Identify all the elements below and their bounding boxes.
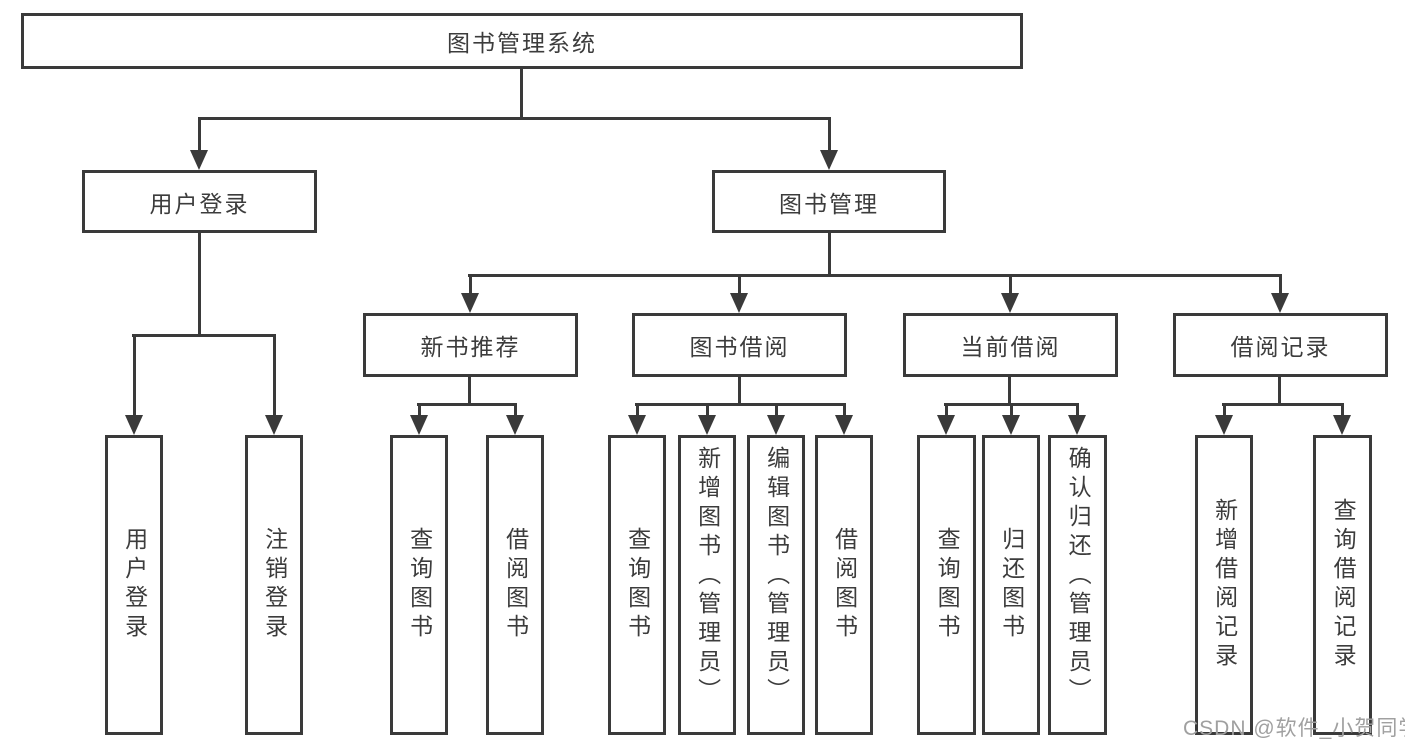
connector-recommend-hline <box>417 403 517 406</box>
arrow-down-icon <box>461 274 479 313</box>
node-label: 图书管理系统 <box>447 30 597 56</box>
arrow-down-icon <box>1215 403 1233 435</box>
connector-bookmgmt-hline <box>468 274 1282 277</box>
connector-recommend-stem <box>468 377 471 406</box>
arrow-down-icon <box>937 403 955 435</box>
arrow-down-icon <box>1002 403 1020 435</box>
node-label: 确认归还（管理员） <box>1065 446 1092 707</box>
node-label: 借阅记录 <box>1230 334 1331 360</box>
arrow-down-icon <box>820 117 838 170</box>
connector-bookmgmt-stem <box>828 233 831 275</box>
connector-borrowing-hline <box>635 403 846 406</box>
node-query-books-borrowing: 查询图书 <box>608 435 666 735</box>
connector-borrowing-stem <box>738 377 741 406</box>
arrow-down-icon <box>265 334 283 435</box>
node-borrow-books: 借阅图书 <box>815 435 873 735</box>
node-label: 查询图书 <box>624 527 651 643</box>
node-label: 图书管理 <box>779 190 879 217</box>
node-book-management: 图书管理 <box>712 170 946 233</box>
connector-records-stem <box>1278 377 1281 406</box>
node-current-borrowing: 当前借阅 <box>903 313 1118 377</box>
node-book-borrowing: 图书借阅 <box>632 313 847 377</box>
node-label: 注销登录 <box>261 527 288 643</box>
arrow-down-icon <box>1271 274 1289 313</box>
arrow-down-icon <box>190 117 208 170</box>
node-label: 用户登录 <box>149 190 250 217</box>
node-label: 新书推荐 <box>420 334 521 360</box>
node-label: 用户登录 <box>121 527 148 643</box>
node-label: 新增借阅记录 <box>1211 498 1238 672</box>
arrow-down-icon <box>1001 274 1019 313</box>
node-label: 查询借阅记录 <box>1330 498 1357 672</box>
arrow-down-icon <box>410 403 428 435</box>
connector-root-hline <box>198 117 831 120</box>
arrow-down-icon <box>835 403 853 435</box>
node-label: 编辑图书（管理员） <box>763 446 790 707</box>
node-book-management-system: 图书管理系统 <box>21 13 1023 69</box>
arrow-down-icon <box>125 334 143 435</box>
node-logout: 注销登录 <box>245 435 303 735</box>
arrow-down-icon <box>506 403 524 435</box>
node-user-login: 用户登录 <box>82 170 317 233</box>
node-label: 归还图书 <box>998 527 1025 643</box>
node-return-books: 归还图书 <box>982 435 1040 735</box>
node-edit-books-admin: 编辑图书（管理员） <box>747 435 805 735</box>
node-label: 当前借阅 <box>960 334 1061 360</box>
node-query-books-current: 查询图书 <box>917 435 976 735</box>
node-new-book-recommend: 新书推荐 <box>363 313 578 377</box>
arrow-down-icon <box>628 403 646 435</box>
connector-current-stem <box>1008 377 1011 406</box>
connector-root-stem <box>520 68 523 118</box>
arrow-down-icon <box>1333 403 1351 435</box>
node-confirm-return-admin: 确认归还（管理员） <box>1048 435 1107 735</box>
node-borrowing-records: 借阅记录 <box>1173 313 1388 377</box>
node-query-borrow-record: 查询借阅记录 <box>1313 435 1372 735</box>
node-add-books-admin: 新增图书（管理员） <box>678 435 736 735</box>
watermark: CSDN @软件_小贺同学 <box>1183 717 1405 740</box>
node-borrow-books-recommend: 借阅图书 <box>486 435 544 735</box>
arrow-down-icon <box>767 403 785 435</box>
arrow-down-icon <box>730 274 748 313</box>
node-label: 查询图书 <box>406 527 433 643</box>
arrow-down-icon <box>698 403 716 435</box>
node-label: 新增图书（管理员） <box>694 446 721 707</box>
node-add-borrow-record: 新增借阅记录 <box>1195 435 1253 735</box>
node-label: 查询图书 <box>934 527 961 643</box>
node-label: 图书借阅 <box>689 334 790 360</box>
connector-userlogin-hline <box>132 334 276 337</box>
arrow-down-icon <box>1068 403 1086 435</box>
node-label: 借阅图书 <box>502 527 529 643</box>
connector-userlogin-stem <box>198 233 201 335</box>
node-query-books-recommend: 查询图书 <box>390 435 448 735</box>
node-label: 借阅图书 <box>831 527 858 643</box>
node-user-login-item: 用户登录 <box>105 435 163 735</box>
connector-records-hline <box>1222 403 1344 406</box>
